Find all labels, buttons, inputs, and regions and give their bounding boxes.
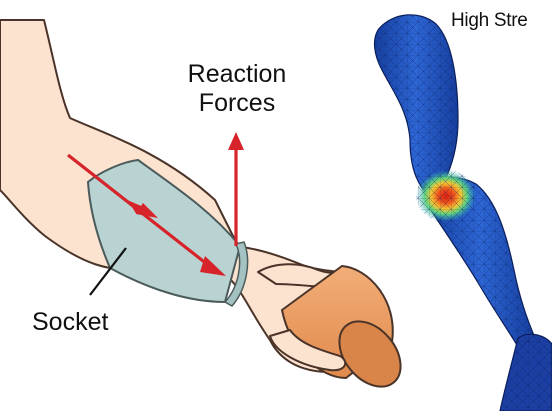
reaction-forces-line1: Reaction bbox=[168, 60, 306, 89]
reaction-forces-line2: Forces bbox=[168, 89, 306, 118]
high-stress-label: High Stre bbox=[451, 10, 528, 32]
reaction-forces-label: Reaction Forces bbox=[168, 60, 306, 118]
fea-mesh-arm-icon bbox=[375, 15, 552, 411]
socket-label: Socket bbox=[32, 308, 108, 337]
